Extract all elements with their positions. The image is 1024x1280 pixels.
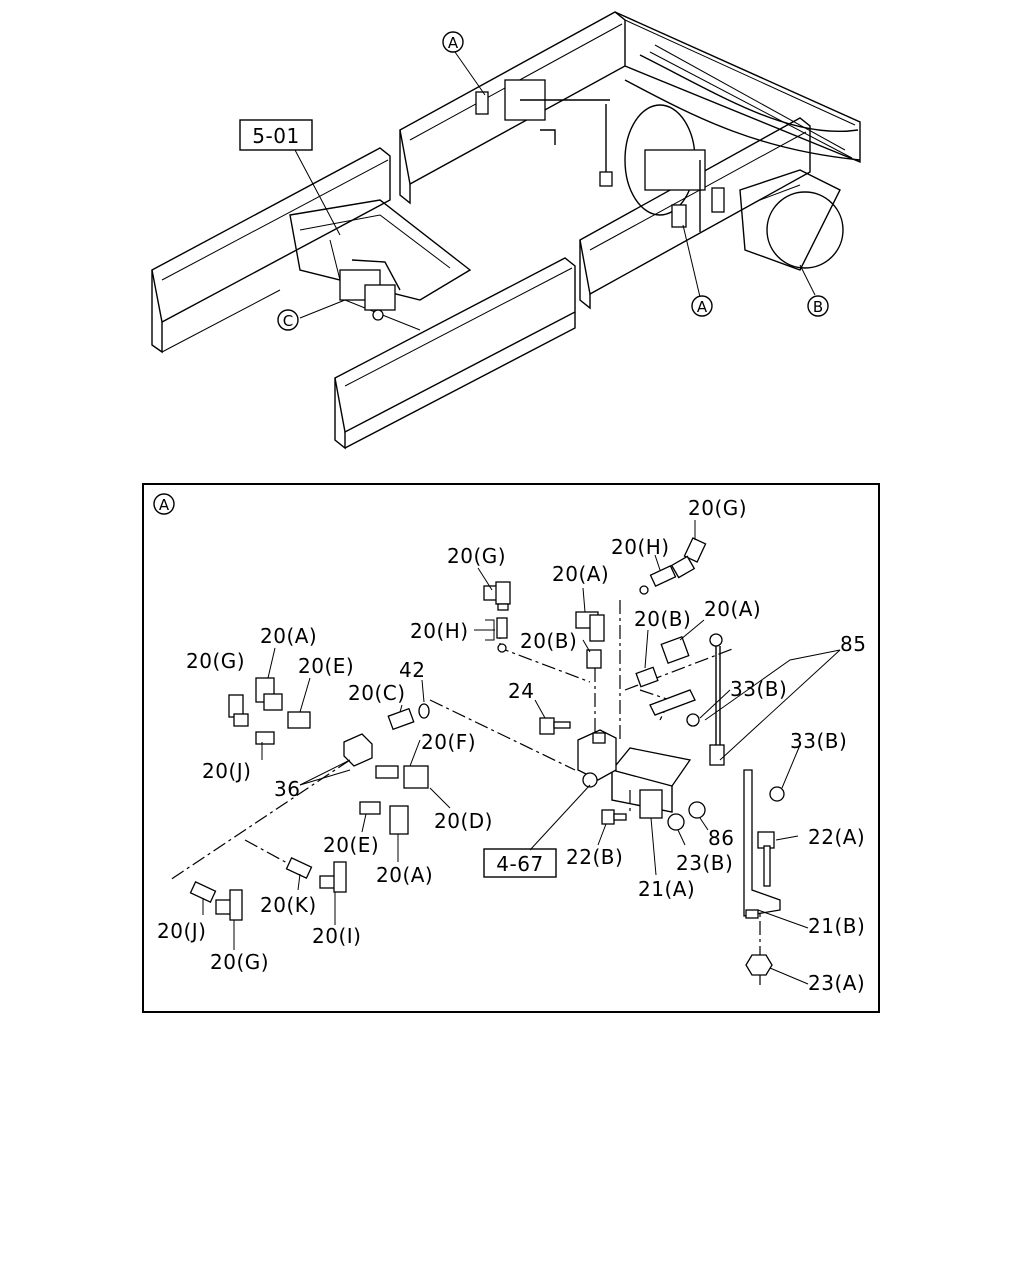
part-label: 20(E) [298,654,354,678]
part-label: 23(A) [808,971,865,995]
part-label: 85 [840,632,866,656]
fitting-20g-lower [215,889,243,921]
reference-box-5-01-label: 5-01 [252,124,299,148]
detail-view-label: A [153,493,175,515]
part-label: 20(H) [410,619,469,643]
part-label: 33(B) [730,677,787,701]
part-label: 42 [399,658,425,682]
svg-text:C: C [283,312,293,330]
part-label: 20(B) [520,629,577,653]
fitting-20g-left [228,694,249,727]
fitting-20a-left [255,677,283,711]
plate-85 [649,689,696,716]
part-label: 20(H) [611,535,670,559]
bracket-21a [610,747,692,819]
fitting-20h-upper [485,617,508,653]
rear-axle [624,44,861,271]
valve-assembly-c [339,259,401,321]
part-label: 20(E) [323,833,379,857]
reference-box-4-67-label: 4-67 [496,852,543,876]
tee-36 [343,733,373,767]
part-label: 36 [274,777,300,801]
part-label: 20(A) [376,863,433,887]
nut-23a [745,954,773,976]
fitting-20e-left [287,711,311,729]
detail-frame [142,483,880,1013]
part-label: 20(K) [260,893,317,917]
right-frame-rail [579,117,811,310]
fitting-20b-upper [586,649,602,669]
callout-c: C [277,309,299,331]
fitting-20h-top [639,565,677,595]
part-label: 20(C) [348,681,406,705]
part-label: 20(B) [634,607,691,631]
part-label: 22(B) [566,845,623,869]
nut-86 [688,801,706,819]
part-label: 20(J) [157,919,206,943]
callout-a-lower: A [691,295,713,317]
fitting-20b-right [635,666,659,688]
upper-frame-rail [399,11,861,205]
part-label: 86 [708,826,734,850]
part-label: 20(A) [260,624,317,648]
fitting-20d [403,765,429,789]
fitting-20k [285,857,313,879]
part-label: 24 [508,679,534,703]
valve-assembly-right [644,149,725,232]
svg-text:A: A [697,298,708,316]
fitting-20c [387,707,415,731]
nut-33b-right [769,786,785,802]
bracket-21b [743,769,781,919]
valve-assembly-upper [475,79,613,187]
fitting-20f [375,765,399,779]
part-label: 20(G) [447,544,506,568]
bolt-22b [601,809,627,825]
fitting-20g-upper [483,581,511,611]
chassis-overview: 5-01 A A B C [151,11,861,450]
fitting-20a-right [660,636,690,664]
reference-box-5-01 [239,119,313,151]
part-label: 20(G) [186,649,245,673]
fitting-20i [319,861,347,893]
part-label: 21(B) [808,914,865,938]
svg-text:A: A [448,34,459,52]
nut-23b [667,813,685,831]
callout-a-upper: A [442,31,464,53]
part-label: 20(G) [210,950,269,974]
bolt-22a [757,831,775,887]
part-label: 23(B) [676,851,733,875]
part-label: 20(A) [552,562,609,586]
svg-text:B: B [813,298,823,316]
svg-text:A: A [159,496,170,514]
fitting-20j-left [255,731,275,745]
valve-body [577,729,617,788]
part-label: 20(A) [704,597,761,621]
part-label: 20(F) [421,730,476,754]
fitting-20a-upper [575,611,605,642]
fitting-20g-top-right [670,537,707,579]
part-label: 33(B) [790,729,847,753]
lower-frame-rail [334,257,576,450]
callout-b: B [807,295,829,317]
fitting-20a-lower [389,805,409,835]
part-label: 20(D) [434,809,493,833]
part-label: 20(I) [312,924,361,948]
fitting-20e-lower [359,801,381,815]
reference-box-4-67 [483,848,557,878]
part-label: 21(A) [638,877,695,901]
left-frame-rail [151,147,391,354]
detail-view-a: A [142,483,880,1013]
part-label: 20(G) [688,496,747,520]
part-label: 20(J) [202,759,251,783]
fitting-20j-lower [189,881,217,903]
bolt-24 [539,717,571,735]
washer-42 [418,703,430,719]
part-label: 22(A) [808,825,865,849]
